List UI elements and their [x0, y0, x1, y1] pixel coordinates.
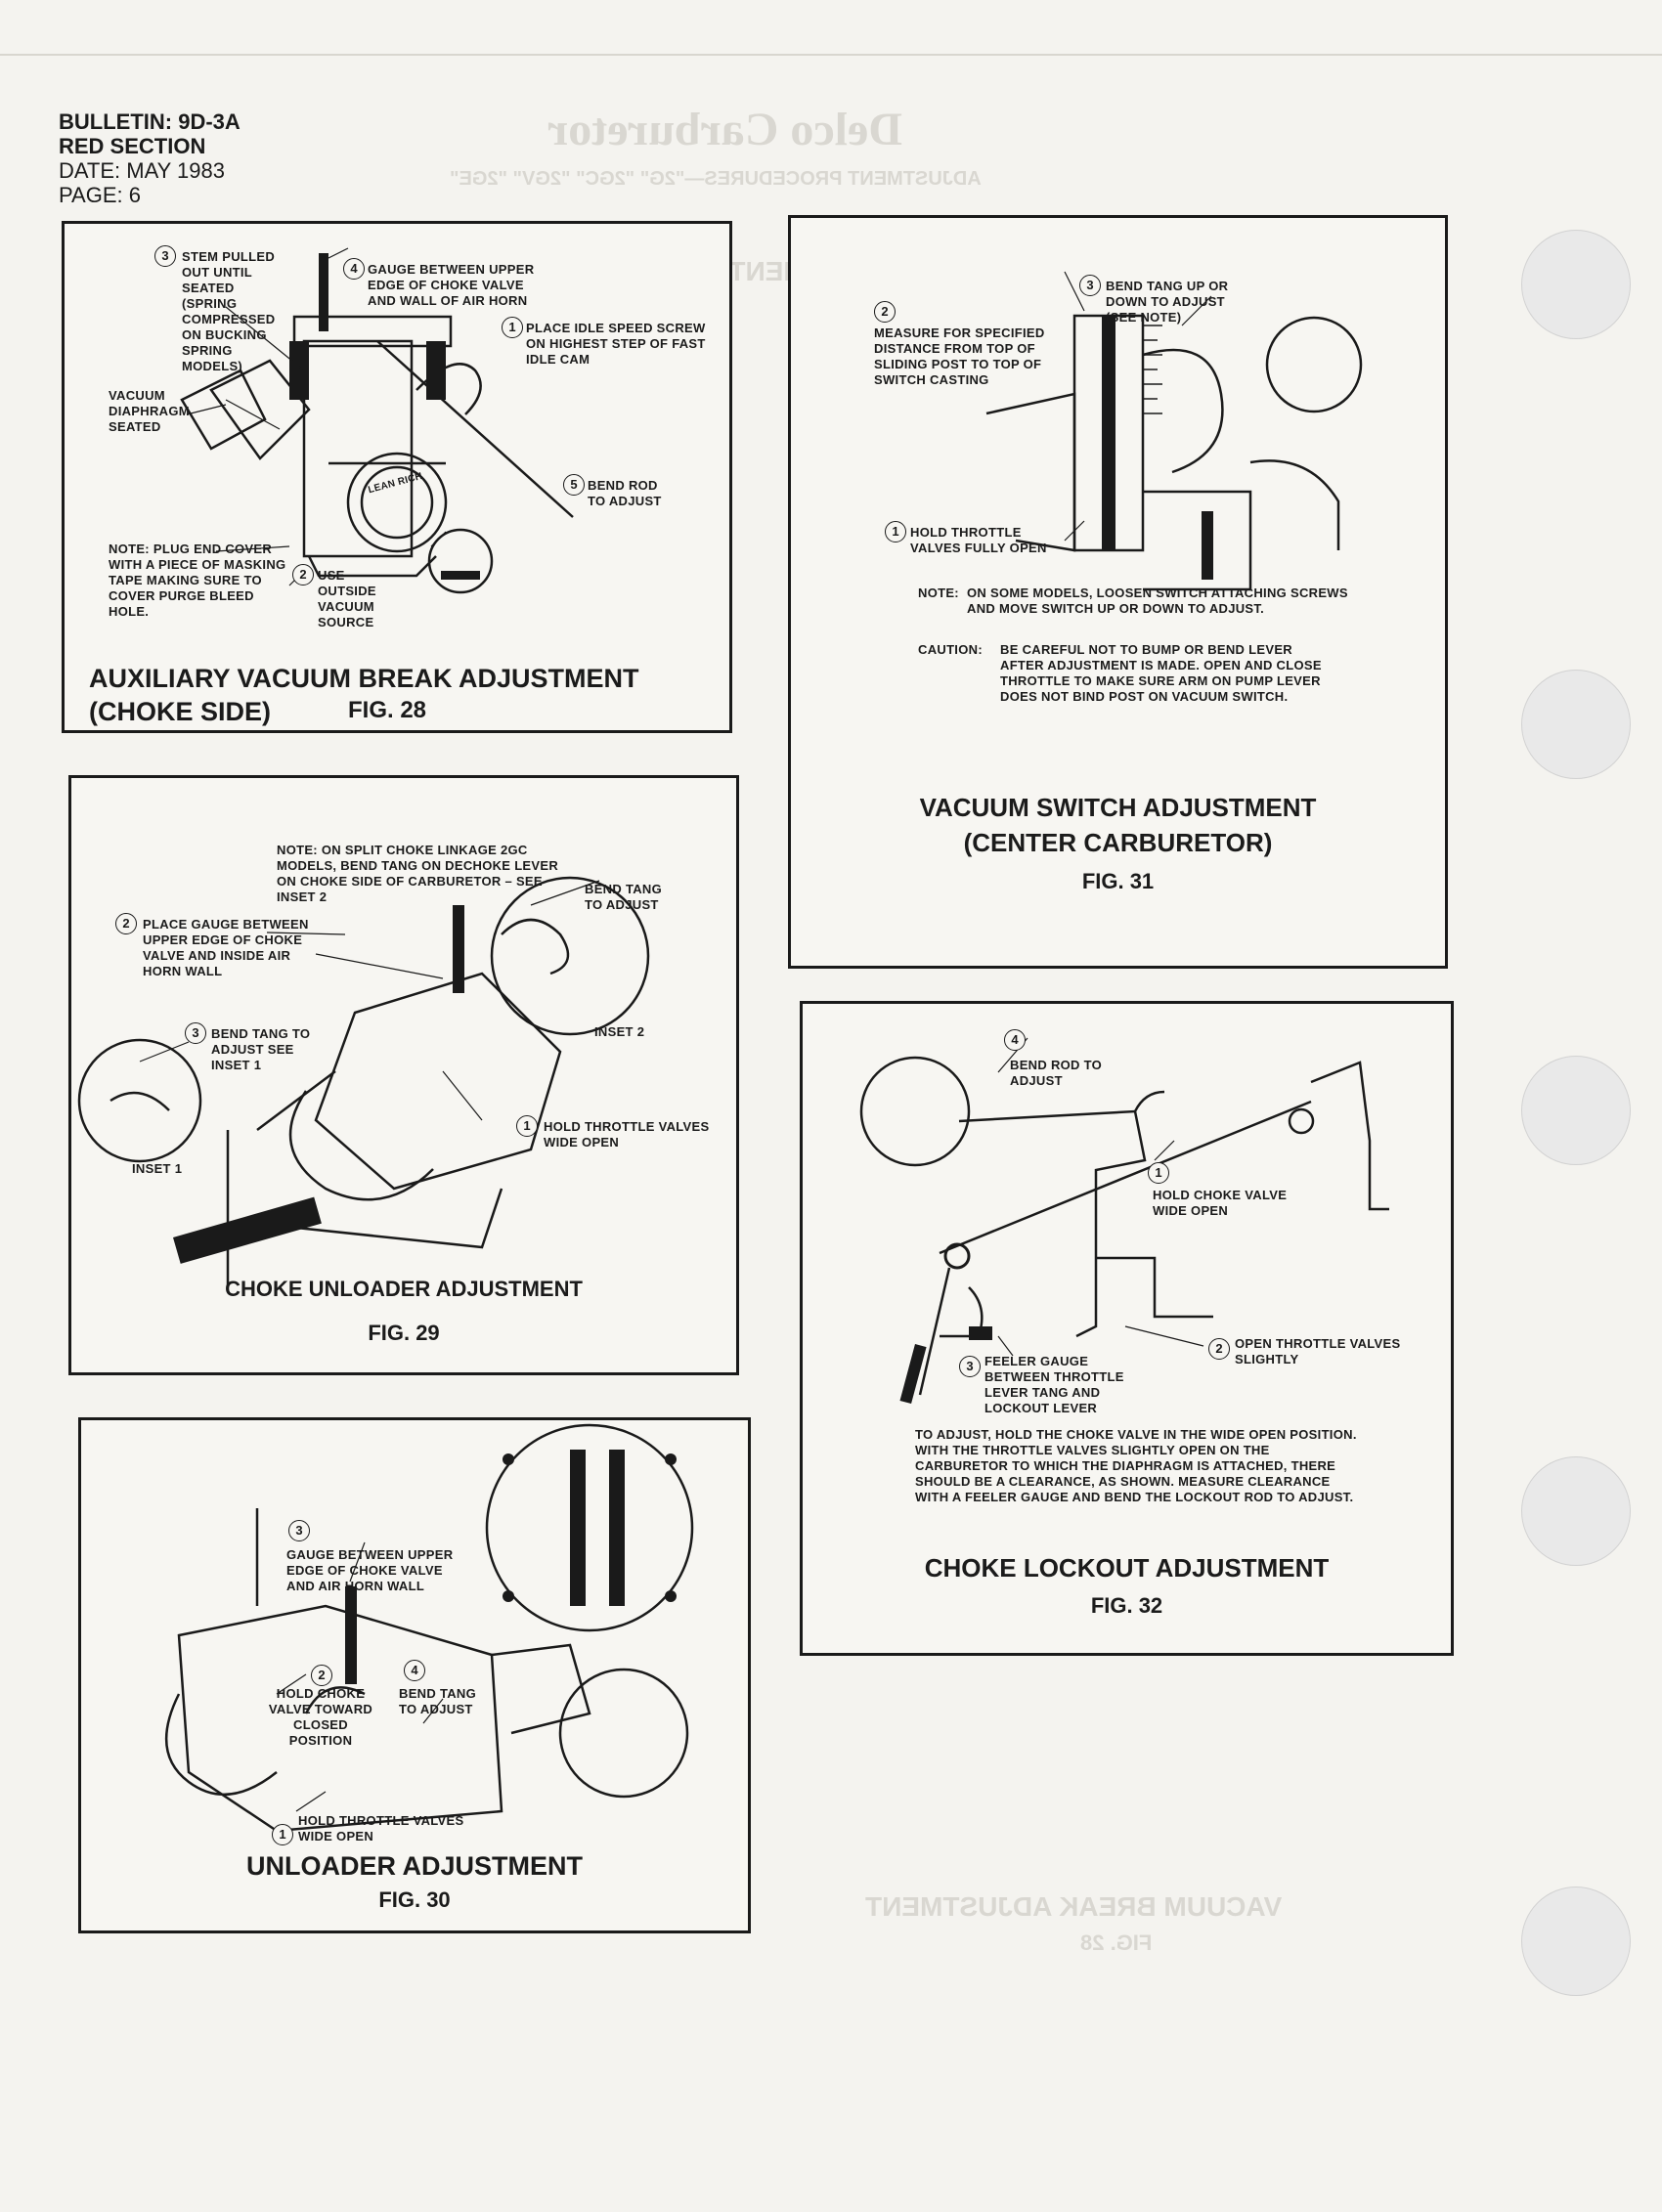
carburetor-drawing — [985, 271, 1363, 591]
bulletin-date: DATE: MAY 1983 — [59, 158, 225, 183]
binder-hole — [1521, 230, 1631, 339]
figure-28-title: AUXILIARY VACUUM BREAK ADJUSTMENT — [89, 664, 639, 693]
figure-31-subtitle: (CENTER CARBURETOR) — [963, 828, 1273, 857]
figure-32-number: FIG. 32 — [1090, 1593, 1163, 1618]
callout-number: 2 — [874, 301, 896, 323]
figure-29-panel: NOTE: ON SPLIT CHOKE LINKAGE 2GC MODELS,… — [68, 775, 739, 1375]
figure-30-panel: 3 GAUGE BETWEEN UPPER EDGE OF CHOKE VALV… — [78, 1417, 751, 1933]
figure-29-title: CHOKE UNLOADER ADJUSTMENT — [225, 1277, 583, 1301]
figure-31-panel: 3 BEND TANG UP OR DOWN TO ADJUST (SEE NO… — [788, 215, 1448, 969]
callout-number: 1 — [502, 317, 523, 338]
callout-note: NOTE: PLUG END COVER WITH A PIECE OF MAS… — [109, 542, 286, 619]
callout-number: 4 — [343, 258, 365, 280]
callout-place-gauge: PLACE GAUGE BETWEEN UPPER EDGE OF CHOKE … — [143, 917, 309, 978]
section-label: RED SECTION — [59, 134, 206, 158]
ghost-fig-title: VACUUM BREAK ADJUSTMENT — [865, 1891, 1283, 1922]
caution-label: CAUTION: — [918, 642, 983, 657]
figure-31-number: FIG. 31 — [1081, 869, 1155, 893]
binder-hole — [1521, 1887, 1631, 1996]
callout-gauge: GAUGE BETWEEN UPPER EDGE OF CHOKE VALVE … — [368, 262, 535, 308]
callout-measure: MEASURE FOR SPECIFIED DISTANCE FROM TOP … — [874, 325, 1045, 387]
figure-30-title: UNLOADER ADJUSTMENT — [246, 1851, 583, 1881]
callout-hold-choke: HOLD CHOKE VALVE TOWARD CLOSED POSITION — [268, 1686, 373, 1748]
callout-number: 3 — [959, 1356, 981, 1377]
callout-number: 3 — [288, 1520, 310, 1541]
callout-number: 3 — [154, 245, 176, 267]
callout-stem: STEM PULLED OUT UNTIL SEATED (SPRING COM… — [182, 249, 276, 373]
sheet-top-edge — [0, 54, 1662, 56]
callout-hold-throttle: HOLD THROTTLE VALVES WIDE OPEN — [298, 1813, 464, 1843]
callout-vacuum-source: USE OUTSIDE VACUUM SOURCE — [318, 568, 376, 629]
callout-number: 5 — [563, 474, 585, 496]
figure-29-number: FIG. 29 — [368, 1321, 440, 1345]
callout-feeler-gauge: FEELER GAUGE BETWEEN THROTTLE LEVER TANG… — [984, 1354, 1124, 1415]
callout-number: 2 — [115, 913, 137, 934]
callout-bend-tang: BEND TANG UP OR DOWN TO ADJUST (SEE NOTE… — [1106, 279, 1229, 325]
page-number: PAGE: 6 — [59, 183, 141, 207]
callout-number: 4 — [1004, 1029, 1026, 1051]
figure-29-note: NOTE: ON SPLIT CHOKE LINKAGE 2GC MODELS,… — [277, 843, 559, 904]
figure-28-panel: 3 STEM PULLED OUT UNTIL SEATED (SPRING C… — [62, 221, 732, 733]
callout-number: 3 — [185, 1022, 206, 1044]
callout-number: 3 — [1079, 275, 1101, 296]
callout-number: 1 — [885, 521, 906, 542]
callout-idle-screw: PLACE IDLE SPEED SCREW ON HIGHEST STEP O… — [526, 321, 706, 367]
figure-28-number: FIG. 28 — [348, 697, 427, 723]
callout-bend-rod: BEND ROD TO ADJUST — [588, 478, 662, 508]
callout-bend-tang: BEND TANG TO ADJUST — [399, 1686, 477, 1716]
figure-32-title: CHOKE LOCKOUT ADJUSTMENT — [924, 1553, 1330, 1583]
carburetor-drawing — [164, 1423, 694, 1833]
binder-hole — [1521, 670, 1631, 779]
callout-hold-throttle: HOLD THROTTLE VALVES WIDE OPEN — [544, 1119, 710, 1149]
figure-31-caution: BE CAREFUL NOT TO BUMP OR BEND LEVER AFT… — [1000, 642, 1322, 704]
callout-bend-rod: BEND ROD TO ADJUST — [1010, 1058, 1103, 1088]
figure-30-number: FIG. 30 — [378, 1887, 451, 1912]
callout-number: 2 — [311, 1665, 332, 1686]
carburetor-drawing — [180, 247, 574, 594]
callout-gauge: GAUGE BETWEEN UPPER EDGE OF CHOKE VALVE … — [286, 1547, 454, 1593]
callout-diaphragm: VACUUM DIAPHRAGM SEATED — [109, 388, 190, 434]
binder-hole — [1521, 1456, 1631, 1566]
figure-32-panel: 4 BEND ROD TO ADJUST 1 HOLD CHOKE VALVE … — [800, 1001, 1454, 1656]
carburetor-drawing — [859, 1037, 1389, 1405]
figure-28-subtitle: (CHOKE SIDE) — [89, 697, 272, 726]
callout-hold-throttle: HOLD THROTTLE VALVES FULLY OPEN — [910, 525, 1047, 555]
ghost-subtitle: ADJUSTMENT PROCEDURES—"2G" "2GC" "2GV" "… — [450, 168, 982, 190]
callout-number: 2 — [1208, 1338, 1230, 1360]
callout-number: 1 — [516, 1115, 538, 1137]
figure-31-title: VACUUM SWITCH ADJUSTMENT — [919, 793, 1317, 822]
callout-bend-tang-inset1: BEND TANG TO ADJUST SEE INSET 1 — [211, 1026, 311, 1072]
callout-hold-choke: HOLD CHOKE VALVE WIDE OPEN — [1153, 1188, 1288, 1218]
note-label: NOTE: — [918, 586, 959, 600]
binder-hole — [1521, 1056, 1631, 1165]
callout-number: 1 — [272, 1824, 293, 1845]
bulletin-header: BULLETIN: 9D-3A RED SECTION DATE: MAY 19… — [59, 109, 241, 207]
callout-open-throttle: OPEN THROTTLE VALVES SLIGHTLY — [1235, 1336, 1401, 1366]
callout-number: 2 — [292, 564, 314, 586]
callout-bend-tang-inset2: BEND TANG TO ADJUST — [585, 882, 663, 912]
callout-number: 4 — [404, 1660, 425, 1681]
inset-1-label: INSET 1 — [132, 1161, 183, 1176]
inset-2-label: INSET 2 — [594, 1024, 645, 1039]
ghost-brand: Delco Carburetor — [547, 104, 902, 155]
ghost-fig-num: FIG. 28 — [1080, 1930, 1153, 1955]
bulletin-number: BULLETIN: 9D-3A — [59, 109, 241, 134]
figure-31-note: ON SOME MODELS, LOOSEN SWITCH ATTACHING … — [967, 586, 1348, 616]
figure-32-instructions: TO ADJUST, HOLD THE CHOKE VALVE IN THE W… — [915, 1427, 1357, 1504]
callout-number: 1 — [1148, 1162, 1169, 1184]
carburetor-drawing — [77, 876, 650, 1286]
